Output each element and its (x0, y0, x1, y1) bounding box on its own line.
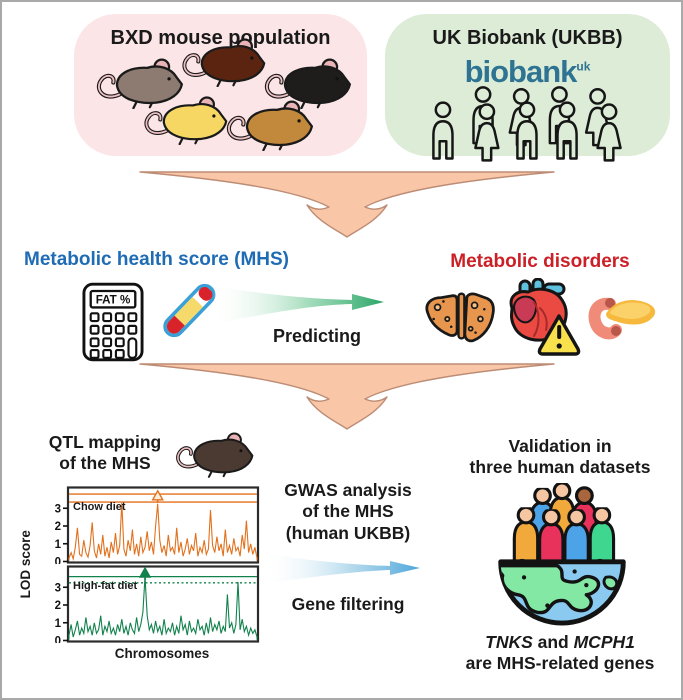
predict-arrow-icon (214, 286, 384, 324)
result-genes-text: TNKS and MCPH1 are MHS-related genes (465, 632, 655, 674)
chromosomes-axis-label: Chromosomes (114, 646, 210, 661)
mouse-icon (140, 94, 228, 145)
heart-warning-icon (509, 278, 581, 356)
svg-text:Chow diet: Chow diet (73, 501, 126, 513)
lod-score-axis-label: LOD score (17, 530, 33, 599)
svg-text:3: 3 (55, 503, 61, 515)
calculator-icon: FAT % (82, 282, 144, 362)
funnel-arrow-icon (137, 169, 557, 240)
bxd-box-title: BXD mouse population (110, 27, 331, 49)
crowd-icon (432, 86, 622, 162)
blood-tube-icon (163, 283, 216, 338)
svg-text:3: 3 (55, 582, 61, 594)
svg-text:1: 1 (55, 618, 62, 630)
validation-title: Validation in three human datasets (469, 436, 651, 478)
globe-people-icon (498, 482, 626, 626)
svg-text:1: 1 (55, 539, 62, 551)
bxd-mouse-box: BXD mouse population (74, 14, 367, 156)
svg-text:2: 2 (55, 600, 61, 612)
mouse-icon (178, 36, 266, 87)
ukbb-box-title: UK Biobank (UKBB) (432, 27, 623, 49)
ukbb-box: UK Biobank (UKBB) biobankuk (385, 14, 670, 162)
liver-icon (425, 292, 495, 343)
mhs-heading: Metabolic health score (MHS) (24, 249, 289, 270)
disorders-heading: Metabolic disorders (450, 251, 630, 272)
svg-text:0: 0 (55, 636, 61, 644)
gene-filtering-label: Gene filtering (291, 594, 405, 614)
svg-text:0: 0 (55, 557, 61, 565)
svg-text:2: 2 (55, 521, 61, 533)
qtl-mouse-icon (172, 430, 254, 478)
predicting-label: Predicting (272, 326, 361, 346)
gene-tnks: TNKS (485, 632, 533, 652)
svg-text:High-fat diet: High-fat diet (73, 580, 137, 592)
pancreas-icon (588, 297, 656, 340)
gwas-title: GWAS analysis of the MHS (human UKBB) (284, 480, 412, 543)
chow-diet-panel: 3 2 1 0 Chow diet (55, 486, 260, 565)
gene-mcph1: MCPH1 (573, 632, 635, 652)
high-fat-diet-panel: 3 2 1 0 High-fat diet (55, 565, 260, 644)
gwas-arrow-icon (268, 554, 420, 583)
funnel-arrow-icon (137, 361, 557, 432)
biobank-logo: biobankuk (464, 54, 591, 89)
svg-text:FAT %: FAT % (96, 294, 131, 307)
mouse-icon (222, 98, 314, 151)
qtl-title: QTL mapping of the MHS (48, 432, 162, 474)
